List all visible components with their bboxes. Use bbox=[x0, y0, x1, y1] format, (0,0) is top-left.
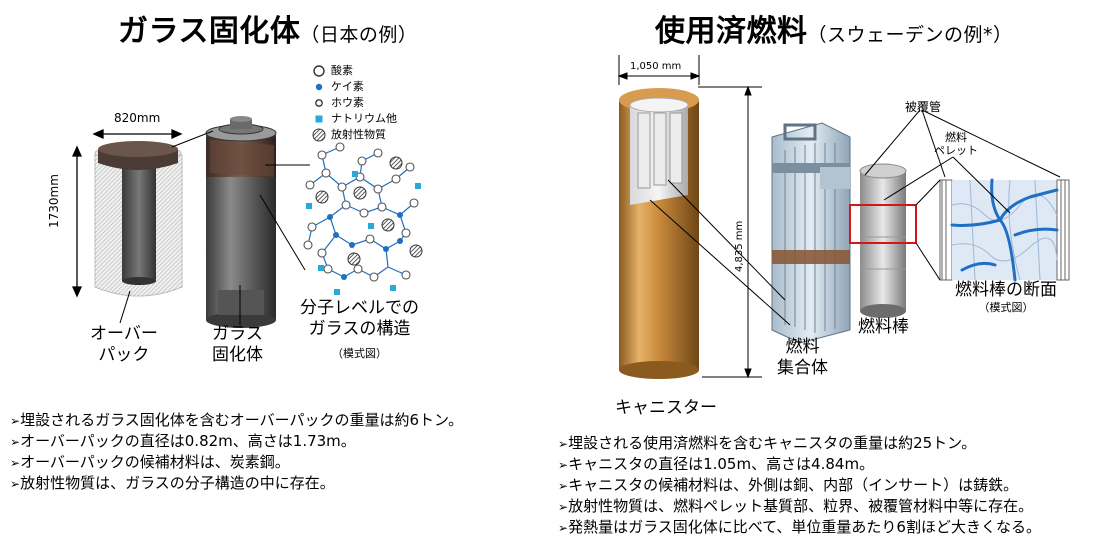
cladding-label: 被覆管 bbox=[905, 100, 942, 114]
legend-label: 放射性物質 bbox=[331, 128, 386, 141]
molecular-structure-diagram bbox=[303, 142, 423, 295]
left-bullet: ➢放射性物質は、ガラスの分子構造の中に存在。 bbox=[10, 474, 335, 492]
right-bullet: ➢埋設される使用済燃料を含むキャニスタの重量は約25トン。 bbox=[558, 434, 977, 452]
cross-section-label-line1: 燃料棒の断面 bbox=[955, 280, 1057, 300]
bullet-arrow-icon: ➢ bbox=[10, 435, 21, 449]
glass-canister-label-line2: 固化体 bbox=[212, 345, 263, 365]
canister-width-dimension bbox=[617, 55, 701, 85]
connector-lines bbox=[649, 109, 1061, 326]
legend-item-sodium: ナトリウム他 bbox=[312, 111, 397, 127]
molecular-schematic-note: （模式図） bbox=[332, 347, 387, 360]
legend-item-boron: ホウ素 bbox=[312, 95, 397, 111]
legend-item-radioactive: 放射性物質 bbox=[312, 127, 397, 143]
molecular-structure-label: 分子レベルでの ガラスの構造 （模式図） bbox=[300, 298, 419, 364]
legend-label: ナトリウム他 bbox=[331, 112, 397, 125]
left-height-label: 1730mm bbox=[47, 174, 61, 228]
pellet-label-line1: 燃料 bbox=[945, 131, 967, 144]
open-circle-icon bbox=[313, 65, 325, 77]
left-title-subtitle: （日本の例） bbox=[300, 24, 418, 46]
cross-section-label-line2: （模式図） bbox=[978, 301, 1034, 314]
hatched-circle-icon bbox=[312, 128, 326, 142]
right-width-label: 1,050 mm bbox=[630, 61, 682, 72]
right-bullet-list: ➢埋設される使用済燃料を含むキャニスタの重量は約25トン。 ➢キャニスタの直径は… bbox=[558, 433, 1041, 538]
cross-section-label: 燃料棒の断面 （模式図） bbox=[955, 280, 1057, 314]
right-illustration bbox=[617, 55, 1070, 379]
legend-item-oxygen: 酸素 bbox=[312, 63, 397, 79]
bullet-arrow-icon: ➢ bbox=[558, 437, 569, 451]
glass-canister-label-line1: ガラス bbox=[212, 324, 263, 344]
cross-section-drawing bbox=[939, 178, 1070, 282]
legend-item-silicon: ケイ素 bbox=[312, 79, 397, 95]
legend-label: ケイ素 bbox=[331, 80, 364, 93]
left-illustration bbox=[71, 116, 423, 328]
bullet-arrow-icon: ➢ bbox=[558, 458, 569, 472]
glass-canister-label: ガラス 固化体 bbox=[212, 324, 263, 366]
glass-canister-drawing bbox=[205, 116, 277, 328]
bullet-arrow-icon: ➢ bbox=[558, 500, 569, 514]
canister-height-dimension bbox=[698, 85, 762, 379]
fuel-assembly-label-line2: 集合体 bbox=[777, 358, 828, 378]
legend-label: ホウ素 bbox=[331, 96, 364, 109]
blue-dot-icon bbox=[315, 83, 323, 91]
left-bullet: ➢オーバーパックの直径は0.82m、高さは1.73m。 bbox=[10, 432, 356, 450]
pellet-label: 燃料 ペレット bbox=[934, 131, 978, 157]
canister-drawing bbox=[619, 88, 699, 379]
right-bullet: ➢発熱量はガラス固化体に比べて、単位重量あたり6割ほど大きくなる。 bbox=[558, 518, 1041, 536]
height-dimension-arrow bbox=[71, 145, 83, 298]
left-title: ガラス固化体（日本の例） bbox=[118, 6, 417, 50]
cyan-square-icon bbox=[315, 115, 323, 123]
overpack-label-line1: オーバー bbox=[90, 324, 158, 344]
bullet-arrow-icon: ➢ bbox=[10, 456, 21, 470]
right-height-label: 4,835 mm bbox=[734, 220, 745, 272]
right-title-main: 使用済燃料 bbox=[655, 14, 808, 49]
right-title-subtitle: （スウェーデンの例*） bbox=[807, 24, 1013, 46]
left-bullet: ➢オーバーパックの候補材料は、炭素鋼。 bbox=[10, 453, 290, 471]
overpack-label-line2: パック bbox=[98, 345, 150, 365]
left-width-label: 820mm bbox=[114, 111, 161, 125]
small-circle-icon bbox=[315, 99, 323, 107]
overpack-label: オーバー パック bbox=[90, 324, 158, 366]
bullet-arrow-icon: ➢ bbox=[558, 479, 569, 493]
canister-label: キャニスター bbox=[615, 398, 717, 418]
bullet-arrow-icon: ➢ bbox=[558, 521, 569, 535]
fuel-assembly-drawing bbox=[771, 122, 851, 344]
legend: 酸素 ケイ素 ホウ素 ナトリウム他 放射性物質 bbox=[312, 63, 397, 143]
right-bullet: ➢放射性物質は、燃料ペレット基質部、粒界、被覆管材料中等に存在。 bbox=[558, 497, 1034, 515]
bullet-arrow-icon: ➢ bbox=[10, 477, 21, 491]
left-title-main: ガラス固化体 bbox=[118, 14, 301, 49]
molecular-label-line1: 分子レベルでの bbox=[300, 298, 419, 318]
width-dimension-arrow bbox=[92, 128, 183, 140]
fuel-assembly-label: 燃料 集合体 bbox=[777, 337, 828, 379]
right-bullet: ➢キャニスタの候補材料は、外側は銅、内部（インサート）は鋳鉄。 bbox=[558, 476, 1019, 494]
overpack-drawing bbox=[94, 141, 183, 297]
bullet-arrow-icon: ➢ bbox=[10, 414, 21, 428]
fuel-rod-drawing bbox=[849, 163, 917, 318]
pellet-label-line2: ペレット bbox=[934, 144, 978, 157]
pointer-lines bbox=[119, 130, 310, 325]
right-title: 使用済燃料（スウェーデンの例*） bbox=[655, 6, 1013, 50]
fuel-assembly-label-line1: 燃料 bbox=[785, 337, 820, 357]
left-bullet: ➢埋設されるガラス固化体を含むオーバーパックの重量は約6トン。 bbox=[10, 411, 464, 429]
legend-label: 酸素 bbox=[331, 64, 353, 77]
fuel-rod-label: 燃料棒 bbox=[858, 317, 909, 337]
right-bullet: ➢キャニスタの直径は1.05m、高さは4.84m。 bbox=[558, 455, 875, 473]
left-bullet-list: ➢埋設されるガラス固化体を含むオーバーパックの重量は約6トン。 ➢オーバーパック… bbox=[10, 410, 463, 494]
molecular-label-line2: ガラスの構造 bbox=[308, 319, 411, 339]
